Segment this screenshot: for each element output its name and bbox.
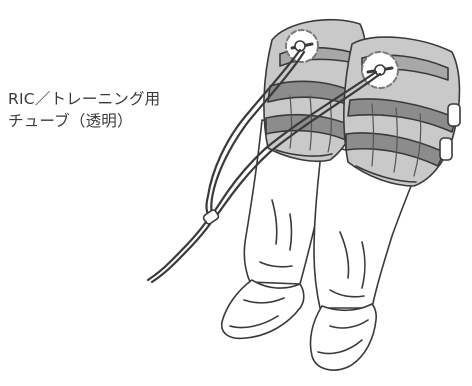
tube-left-branch [205, 48, 302, 216]
right-leg-pants [313, 143, 419, 309]
tube-main [146, 220, 208, 282]
tube-y-joint [202, 209, 220, 225]
callout-line-2: チューブ（透明） [8, 112, 133, 130]
left-shoe [221, 279, 305, 340]
tube-callout-label: RIC／トレーニング用 チューブ（透明） [8, 88, 238, 132]
callout-line-1: RIC／トレーニング用 [8, 90, 161, 108]
right-shoe [309, 303, 377, 371]
